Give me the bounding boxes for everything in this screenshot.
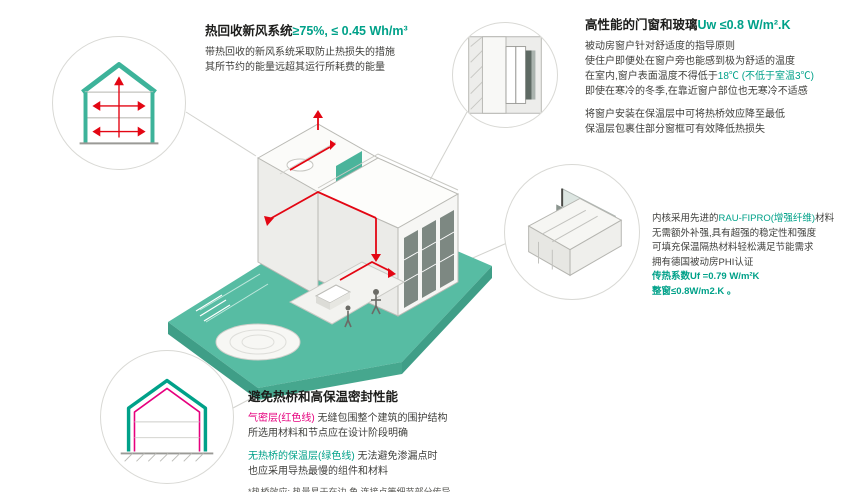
ventilation-detail-circle [52, 36, 186, 170]
airtight-magenta-line [133, 387, 201, 452]
thermal-line3-black: 无法避免渗漏点时 [354, 451, 438, 462]
section-windows: 高性能的门窗和玻璃Uw ≤0.8 W/m².K 被动房窗户针对舒适度的指导原则 … [585, 14, 814, 137]
window-corner-circle [452, 22, 558, 128]
ventilation-title-value: ≥75%, ≤ 0.45 Wh/m³ [292, 24, 408, 38]
windows-line: 使住户即便处在窗户旁也能感到极为舒适的温度 [585, 56, 795, 67]
insulation-layer-label: 无热桥的保温层(绿色线) [248, 451, 355, 462]
thermal-body: 气密层(红色线) 无缝包围整个建筑的围护结构 所选用材料和节点应在设计阶段明确 … [248, 411, 451, 492]
thermal-title: 避免热桥和高保温密封性能 [248, 390, 399, 404]
glazed-facade [403, 210, 455, 308]
profile-line: 无需额外补强,具有超强的稳定性和强度 [652, 227, 817, 239]
windows-title: 高性能的门窗和玻璃Uw ≤0.8 W/m².K [585, 14, 814, 33]
duct-arrows [264, 110, 396, 278]
thermal-line: 也应采用导热最慢的组件和材料 [248, 466, 388, 477]
thermal-line: 所选用材料和节点应在设计阶段明确 [248, 428, 408, 439]
profile-line: 拥有德国被动房PHI认证 [652, 256, 754, 268]
ventilation-title: 热回收新风系统≥75%, ≤ 0.45 Wh/m³ [205, 20, 408, 39]
windows-title-value: Uw ≤0.8 W/m².K [697, 18, 791, 32]
windows-line: 在室内,窗户表面温度不得低于18℃ (不低于室温3℃) [585, 69, 814, 84]
airtight-layer-label: 气密层(红色线) [248, 413, 315, 424]
section-ventilation: 热回收新风系统≥75%, ≤ 0.45 Wh/m³ 带热回收的新风系统采取防止热… [205, 20, 408, 75]
windows-line: 保温层包裹住部分窗框可有效降低热损失 [585, 124, 765, 135]
spacer [585, 99, 814, 107]
profile-uw-value: 整窗≤0.8W/m2.K 。 [652, 285, 737, 297]
ventilation-line: 其所节约的能量远超其运行所耗费的能量 [205, 62, 385, 73]
profile-uf-value: 传热系数Uf =0.79 W/m²K [652, 271, 760, 282]
window-corner-section [468, 36, 542, 114]
windows-line3-green1: 18℃ [717, 71, 739, 82]
profile-body: 内核采用先进的RAU-FIPRO(增强纤维)材料 无需额外补强,具有超强的稳定性… [652, 212, 834, 299]
house-section-insulation [120, 378, 214, 462]
ground-floor-cutaway [288, 261, 406, 325]
ventilation-body: 带热回收的新风系统采取防止热损失的措施 其所节约的能量远超其运行所耗费的能量 [205, 45, 408, 75]
windows-line3-green2: (不低于室温3℃) [741, 71, 814, 82]
profile-line1-green: RAU-FIPRO(增强纤维) [718, 213, 816, 224]
windows-line: 即使在寒冷的冬季,在靠近窗户部位也无寒冷不适感 [585, 86, 808, 97]
airflow-arrows [92, 76, 146, 137]
section-thermal: 避免热桥和高保温密封性能 气密层(红色线) 无缝包围整个建筑的围护结构 所选用材… [248, 386, 451, 492]
thermal-line: 无热桥的保温层(绿色线) 无法避免渗漏点时 [248, 449, 451, 464]
profile-line: 可填充保温隔热材料轻松满足节能需求 [652, 242, 814, 253]
windows-title-text: 高性能的门窗和玻璃 [585, 18, 698, 32]
profile-line: 内核采用先进的RAU-FIPRO(增强纤维)材料 [652, 212, 834, 227]
windows-line: 被动房窗户针对舒适度的指导原则 [585, 41, 735, 52]
spacer [248, 441, 451, 449]
airflow-duct [97, 84, 141, 138]
insulation-green-line [126, 378, 208, 452]
windows-line: 将窗户安装在保温层中可将热桥效应降至最低 [585, 109, 785, 120]
window-profile-render [527, 187, 623, 277]
windows-body: 被动房窗户针对舒适度的指导原则 使住户即便处在窗户旁也能感到极为舒适的温度 在室… [585, 39, 814, 137]
house-3d-illustration [168, 110, 492, 400]
section-profile: 内核采用先进的RAU-FIPRO(增强纤维)材料 无需额外补强,具有超强的稳定性… [652, 212, 834, 299]
thermal-section-circle [100, 350, 234, 484]
thermal-line1-black: 无缝包围整个建筑的围护结构 [314, 413, 448, 424]
windows-line3-black: 在室内,窗户表面温度不得低于 [585, 71, 718, 82]
garden-stairs [191, 289, 231, 322]
round-patio [215, 323, 301, 361]
thermal-footnote: *热桥效应: 热量易于在边,角,连接点等细节部分传导 [248, 487, 451, 492]
ventilation-title-text: 热回收新风系统 [205, 24, 293, 38]
window-profile-circle [504, 164, 640, 300]
profile-line1-black1: 内核采用先进的 [652, 213, 719, 224]
ventilation-line: 带热回收的新风系统采取防止热损失的措施 [205, 47, 395, 58]
thermal-line: 气密层(红色线) 无缝包围整个建筑的围护结构 [248, 411, 451, 426]
house-section-ventilation [79, 62, 159, 145]
human-figures [344, 289, 381, 328]
profile-line1-black2: 材料 [815, 213, 835, 224]
